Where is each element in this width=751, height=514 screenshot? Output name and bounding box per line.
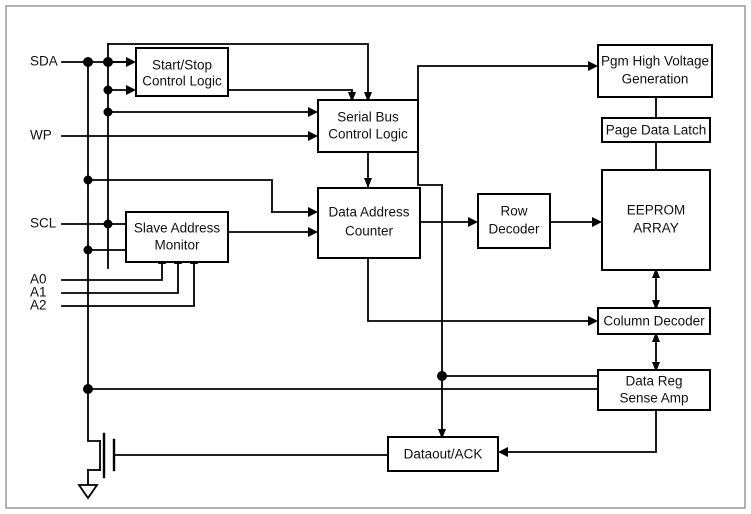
slave-address-monitor-line2: Monitor: [154, 238, 200, 253]
data-reg-sense-amp-line2: Sense Amp: [619, 391, 688, 406]
column-decoder-label: Column Decoder: [603, 314, 705, 329]
junction-dot-sda: [83, 57, 93, 67]
page-data-latch-label: Page Data Latch: [606, 123, 707, 138]
pin-label-sda: SDA: [30, 54, 58, 69]
block-eeprom-array[interactable]: EEPROM ARRAY: [601, 169, 711, 271]
start-stop-control-logic-line1: Start/Stop: [152, 58, 212, 73]
pgm-high-voltage-generation-line1: Pgm High Voltage: [601, 54, 709, 69]
pin-labels: SDA WP SCL A0 A1 A2: [30, 54, 58, 313]
slave-address-monitor-line1: Slave Address: [134, 221, 221, 236]
start-stop-control-logic-line2: Control Logic: [142, 74, 222, 89]
eeprom-array-line1: EEPROM: [627, 203, 686, 218]
pin-label-wp: WP: [30, 128, 52, 143]
data-reg-sense-amp-line1: Data Reg: [625, 374, 682, 389]
block-start-stop-control-logic[interactable]: Start/Stop Control Logic: [135, 47, 229, 97]
diagram-frame: [5, 5, 746, 509]
block-column-decoder[interactable]: Column Decoder: [597, 307, 711, 335]
block-serial-bus-control-logic[interactable]: Serial Bus Control Logic: [317, 99, 419, 153]
ground-symbol: [77, 484, 99, 500]
block-data-address-counter[interactable]: Data Address Counter: [317, 187, 421, 259]
serial-bus-control-logic-line2: Control Logic: [328, 127, 408, 142]
block-page-data-latch[interactable]: Page Data Latch: [601, 117, 711, 143]
eeprom-array-line2: ARRAY: [633, 221, 679, 236]
pin-label-a0: A0: [30, 272, 47, 287]
row-decoder-line2: Decoder: [488, 222, 540, 237]
block-data-reg-sense-amp[interactable]: Data Reg Sense Amp: [597, 369, 711, 411]
pin-label-a1: A1: [30, 285, 47, 300]
block-slave-address-monitor[interactable]: Slave Address Monitor: [125, 211, 229, 263]
data-address-counter-line1: Data Address: [328, 205, 409, 220]
data-address-counter-line2: Counter: [345, 224, 394, 239]
pin-label-scl: SCL: [30, 216, 57, 231]
block-dataout-ack[interactable]: Dataout/ACK: [387, 436, 499, 472]
dataout-ack-label: Dataout/ACK: [404, 447, 483, 462]
junction-dot-sda-tap: [103, 57, 113, 67]
row-decoder-line1: Row: [500, 204, 527, 219]
serial-bus-control-logic-line1: Serial Bus: [337, 110, 399, 125]
block-pgm-high-voltage-generation[interactable]: Pgm High Voltage Generation: [597, 44, 713, 98]
pgm-high-voltage-generation-line2: Generation: [622, 72, 689, 87]
block-row-decoder[interactable]: Row Decoder: [477, 193, 551, 249]
pin-label-a2: A2: [30, 298, 47, 313]
